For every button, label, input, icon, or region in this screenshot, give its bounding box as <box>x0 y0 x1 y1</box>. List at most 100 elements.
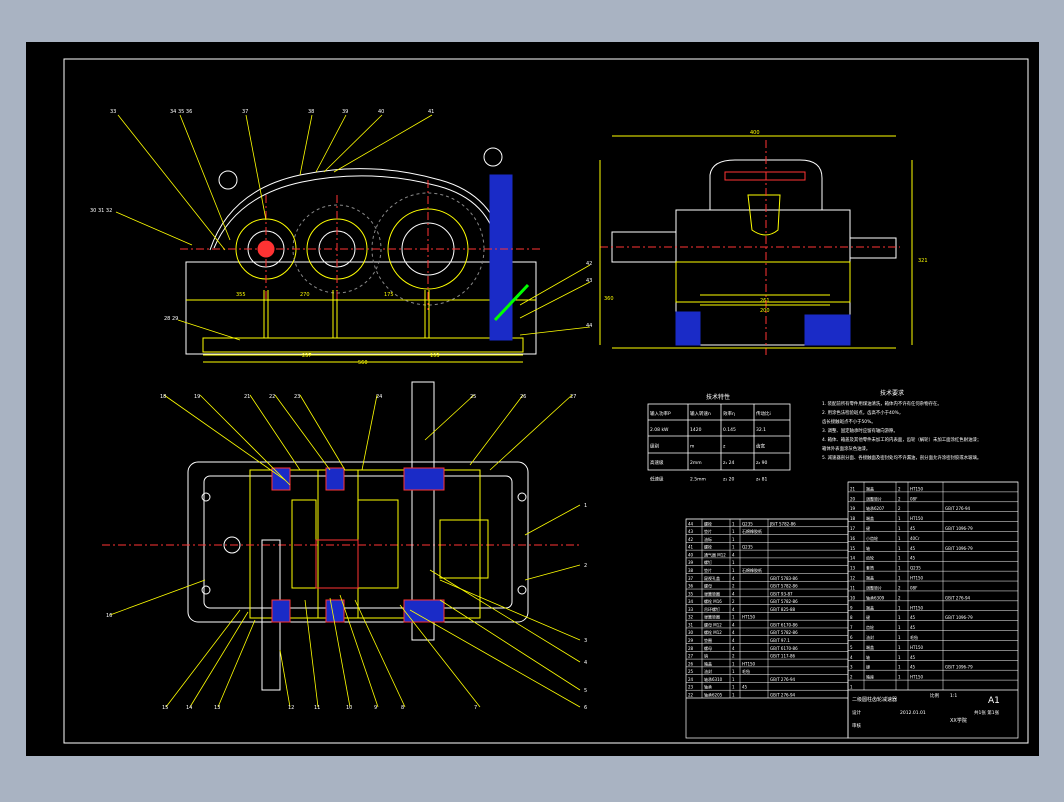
parts-list-cell: 垫片 <box>704 567 712 573</box>
parts-list-cell: 螺母 M12 <box>704 621 722 627</box>
title-block-name: 二级圆柱齿轮减速器 <box>852 696 897 703</box>
parts-list-cell: 39 <box>688 560 694 565</box>
parts-list-cell: 毛毡 <box>910 634 918 640</box>
parts-list-cell: 1 <box>732 521 735 526</box>
parts-list-cell: 19 <box>850 506 856 511</box>
parts-list-cell: 端盖 <box>866 485 874 491</box>
dimension-text: 560 <box>358 360 368 366</box>
callout-number: 18 <box>160 394 166 400</box>
callout-number: 4 <box>584 660 587 666</box>
parts-list-cell: 1 <box>898 546 901 551</box>
parts-list-cell: 16 <box>850 536 856 541</box>
spec-table-cell: z₃ 20 <box>723 477 734 483</box>
parts-list-cell: 38 <box>688 568 694 573</box>
parts-list-cell: 33 <box>688 607 694 612</box>
callout-number: 42 <box>586 261 592 267</box>
parts-list-cell: 键 <box>866 525 870 531</box>
title-block-drawn: 设计 <box>852 709 861 716</box>
parts-list-cell: 45 <box>910 546 916 551</box>
callout-number: 1 <box>584 503 587 509</box>
tech-requirement-line: 3. 调整、固定轴承时应留有轴向游隙。 <box>822 427 898 434</box>
tech-requirement-line: 2. 用涂色法检验斑点，齿高不小于40%， <box>822 409 903 416</box>
parts-list-cell: 27 <box>688 654 694 659</box>
callout-number: 11 <box>314 705 320 711</box>
callout-number: 23 <box>294 394 300 400</box>
parts-list-cell: HT150 <box>910 486 924 491</box>
spec-table-cell: 2.08 kW <box>650 427 669 433</box>
title-block-school: XX学院 <box>950 717 967 724</box>
title-block-date: 2012.01.01 <box>900 710 926 716</box>
parts-list-cell: 2 <box>732 599 735 604</box>
parts-list-rows <box>686 481 1018 698</box>
parts-list-cell: 齿轮 <box>866 624 874 630</box>
parts-list-cell: 10 <box>850 595 856 600</box>
callout-number: 9 <box>374 705 377 711</box>
parts-list-cell: 23 <box>688 685 694 690</box>
parts-list-cell: 1 <box>898 536 901 541</box>
parts-list-cell: 34 <box>688 599 694 604</box>
callout-number: 6 <box>584 705 587 711</box>
callout-number: 27 <box>570 394 576 400</box>
title-block-scale-label: 比例 <box>930 692 939 699</box>
parts-list-cell: 螺栓 <box>704 520 712 526</box>
parts-list-cell: 5 <box>850 645 853 650</box>
parts-list-cell: 2 <box>732 584 735 589</box>
callout-number: 15 <box>162 705 168 711</box>
dimension-text: 200 <box>760 308 770 314</box>
tech-requirements-title: 技术要求 <box>880 389 904 397</box>
dimension-text: 193 <box>430 353 440 359</box>
parts-list-cell: 14 <box>850 556 856 561</box>
parts-list-cell: 08F <box>910 585 918 590</box>
callout-number: 28 29 <box>164 316 178 322</box>
parts-list-cell: 石棉橡胶纸 <box>742 567 762 573</box>
callout-number: 16 <box>106 613 112 619</box>
parts-list-cell: 31 <box>688 622 694 627</box>
sheet-border <box>63 58 1029 744</box>
parts-list-cell: 1 <box>732 677 735 682</box>
callout-number: 7 <box>474 705 477 711</box>
callout-number: 5 <box>584 688 587 694</box>
parts-list-cell: 螺栓 M16 <box>704 598 722 604</box>
parts-list-cell: 1 <box>732 529 735 534</box>
tech-requirement-line: 1. 装配前所有零件用煤油清洗，箱体内不许有任何杂物存在。 <box>822 400 942 407</box>
parts-list-cell: 13 <box>850 566 856 571</box>
parts-list-cell: 40Cr <box>910 536 920 541</box>
parts-list-cell: 轴承6207 <box>866 505 885 511</box>
parts-list-cell: 45 <box>910 665 916 670</box>
spec-table-header: 传动比i <box>756 410 771 417</box>
parts-list-cell: 45 <box>742 685 748 690</box>
parts-list-cell: GB/T 97.1 <box>770 638 790 643</box>
callout-number: 2 <box>584 563 587 569</box>
dimension-text: 175 <box>384 292 394 298</box>
callout-number: 38 <box>308 109 314 115</box>
parts-list-cell: 3 <box>850 665 853 670</box>
spec-table-cell: 级别 <box>650 443 659 450</box>
callout-number: 37 <box>242 109 248 115</box>
parts-list-cell: GB/T 1096-79 <box>945 665 973 670</box>
parts-list-cell: GB/T 276-94 <box>770 693 796 698</box>
spec-table-cell: z <box>723 445 726 450</box>
parts-list-cell: 2 <box>732 654 735 659</box>
parts-list-cell: HT150 <box>910 645 924 650</box>
parts-list-cell: 端盖 <box>866 644 874 650</box>
parts-list-cell: 1 <box>898 605 901 610</box>
parts-list-cell: 箱盖 <box>704 660 712 666</box>
parts-list-cell: 1 <box>898 665 901 670</box>
parts-list-cell: 1 <box>898 576 901 581</box>
parts-list-cell: 45 <box>910 655 916 660</box>
spec-table-cell: 32.1 <box>756 427 766 433</box>
dimension-text: 400 <box>750 130 760 136</box>
parts-list-cell: 油标 <box>704 536 712 542</box>
parts-list-cell: GB/T 93-87 <box>770 591 793 596</box>
parts-list-cell: 1 <box>898 516 901 521</box>
parts-list-cell: GB/T 6170-86 <box>770 646 798 651</box>
title-block-sheet-no: 共1张 第1张 <box>974 709 1000 716</box>
parts-list-cell: GB/T 5782-86 <box>770 630 798 635</box>
parts-list-cell: 45 <box>910 556 916 561</box>
spec-table <box>647 403 791 471</box>
parts-list-cell: 6 <box>850 635 853 640</box>
parts-list-cell: 32 <box>688 615 694 620</box>
parts-list-cell: 螺钉 <box>704 559 712 565</box>
parts-list-cell: 1 <box>732 537 735 542</box>
